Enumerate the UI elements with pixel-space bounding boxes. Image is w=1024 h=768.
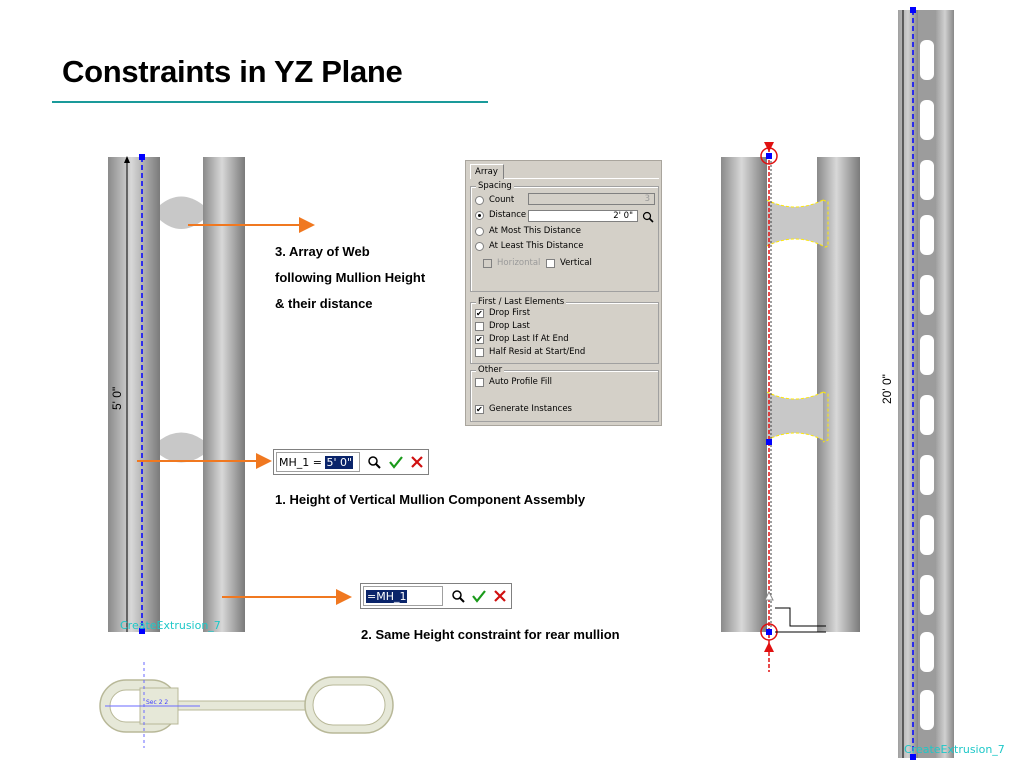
drop-last-if-checkbox[interactable]: [475, 334, 484, 344]
tab-array[interactable]: Array: [470, 164, 504, 179]
at-least-option[interactable]: At Least This Distance: [475, 241, 583, 251]
vertical-checkbox[interactable]: [546, 258, 555, 268]
generate-label: Generate Instances: [489, 404, 572, 414]
rear-accept-button[interactable]: [468, 585, 489, 607]
left-feature-label: CreateExtrusion_7: [120, 619, 221, 632]
array-dialog: Array Spacing Count 3 Distance 2' 0" At …: [465, 160, 662, 426]
vertical-label: Vertical: [560, 258, 592, 268]
note-array-line-2: following Mullion Height: [275, 270, 426, 285]
spacing-legend: Spacing: [476, 181, 514, 191]
horizontal-checkbox: [483, 258, 492, 268]
slide-title: Constraints in YZ Plane: [62, 54, 403, 89]
count-field[interactable]: 3: [528, 193, 655, 205]
drop-first-option[interactable]: Drop First: [475, 308, 530, 318]
mh1-expression-box: MH_1 = 5' 0": [273, 449, 429, 475]
count-label: Count: [489, 195, 515, 205]
drop-last-label: Drop Last: [489, 321, 530, 331]
generate-option[interactable]: Generate Instances: [475, 404, 572, 414]
profile-tag: Sec 2 2: [146, 699, 168, 706]
first-last-legend: First / Last Elements: [476, 297, 567, 307]
auto-profile-checkbox[interactable]: [475, 377, 484, 387]
count-option[interactable]: Count: [475, 195, 514, 205]
checkmark-icon: [389, 456, 403, 469]
rear-expression-box: =MH_1: [360, 583, 512, 609]
search-icon: [451, 590, 465, 603]
search-icon: [368, 456, 382, 469]
mh1-accept-button[interactable]: [385, 451, 406, 473]
note-array-line-3: & their distance: [275, 296, 373, 311]
note-same-height: 2. Same Height constraint for rear mulli…: [361, 627, 620, 642]
note-array-web: 3. Array of Web following Mullion Height…: [275, 239, 425, 317]
rear-cancel-button[interactable]: [490, 585, 511, 607]
right-mullion-assembly: 20' 0" CreateExtrusion_7: [880, 7, 1005, 760]
left-dimension-label: 5' 0": [110, 387, 124, 410]
distance-search-icon[interactable]: [642, 211, 654, 223]
mh1-expression-input[interactable]: MH_1 = 5' 0": [276, 452, 360, 472]
rear-search-button[interactable]: [447, 585, 468, 607]
profile-section: Sec 2 2: [99, 662, 394, 748]
count-radio[interactable]: [475, 195, 484, 205]
right-dimension-label: 20' 0": [880, 374, 894, 404]
horizontal-option: Horizontal: [483, 258, 540, 268]
drop-last-if-option[interactable]: Drop Last If At End: [475, 334, 569, 344]
at-most-label: At Most This Distance: [489, 226, 581, 236]
right-feature-label: CreateExtrusion_7: [904, 743, 1005, 756]
center-mullion-assembly: [721, 142, 860, 672]
mh1-cancel-button[interactable]: [407, 451, 428, 473]
half-resid-checkbox[interactable]: [475, 347, 484, 357]
left-mullion-assembly: 5' 0" CreateExtrusion_7: [108, 154, 245, 634]
half-resid-label: Half Resid at Start/End: [489, 347, 586, 357]
drop-last-option[interactable]: Drop Last: [475, 321, 530, 331]
distance-field[interactable]: 2' 0": [528, 210, 638, 222]
auto-profile-label: Auto Profile Fill: [489, 377, 552, 387]
note-array-line-1: 3. Array of Web: [275, 244, 370, 259]
spacing-group: Spacing: [470, 181, 659, 292]
at-most-option[interactable]: At Most This Distance: [475, 226, 581, 236]
auto-profile-option[interactable]: Auto Profile Fill: [475, 377, 552, 387]
at-most-radio[interactable]: [475, 226, 484, 236]
vertical-option[interactable]: Vertical: [546, 258, 592, 268]
note-height-vertical: 1. Height of Vertical Mullion Component …: [275, 492, 586, 507]
drop-last-if-label: Drop Last If At End: [489, 334, 569, 344]
drop-first-label: Drop First: [489, 308, 531, 318]
title-underline: [52, 101, 488, 103]
at-least-label: At Least This Distance: [489, 241, 584, 251]
mh1-prefix: MH_1 =: [279, 455, 322, 469]
other-group: Other: [470, 365, 659, 422]
tab-divider: [504, 178, 659, 179]
horizontal-label: Horizontal: [497, 258, 541, 268]
rear-value: =MH_1: [366, 589, 408, 603]
half-resid-option[interactable]: Half Resid at Start/End: [475, 347, 585, 357]
rear-expression-input[interactable]: =MH_1: [363, 586, 443, 606]
checkmark-icon: [472, 590, 486, 603]
mh1-value: 5' 0": [325, 455, 354, 469]
generate-checkbox[interactable]: [475, 404, 484, 414]
drop-last-checkbox[interactable]: [475, 321, 484, 331]
close-icon: [411, 456, 424, 468]
drop-first-checkbox[interactable]: [475, 308, 484, 318]
other-legend: Other: [476, 365, 505, 375]
first-last-group: First / Last Elements: [470, 297, 659, 364]
distance-radio[interactable]: [475, 210, 484, 220]
at-least-radio[interactable]: [475, 241, 484, 251]
distance-option[interactable]: Distance: [475, 210, 526, 220]
close-icon: [494, 590, 507, 602]
mh1-search-button[interactable]: [364, 451, 385, 473]
distance-label: Distance: [489, 210, 527, 220]
